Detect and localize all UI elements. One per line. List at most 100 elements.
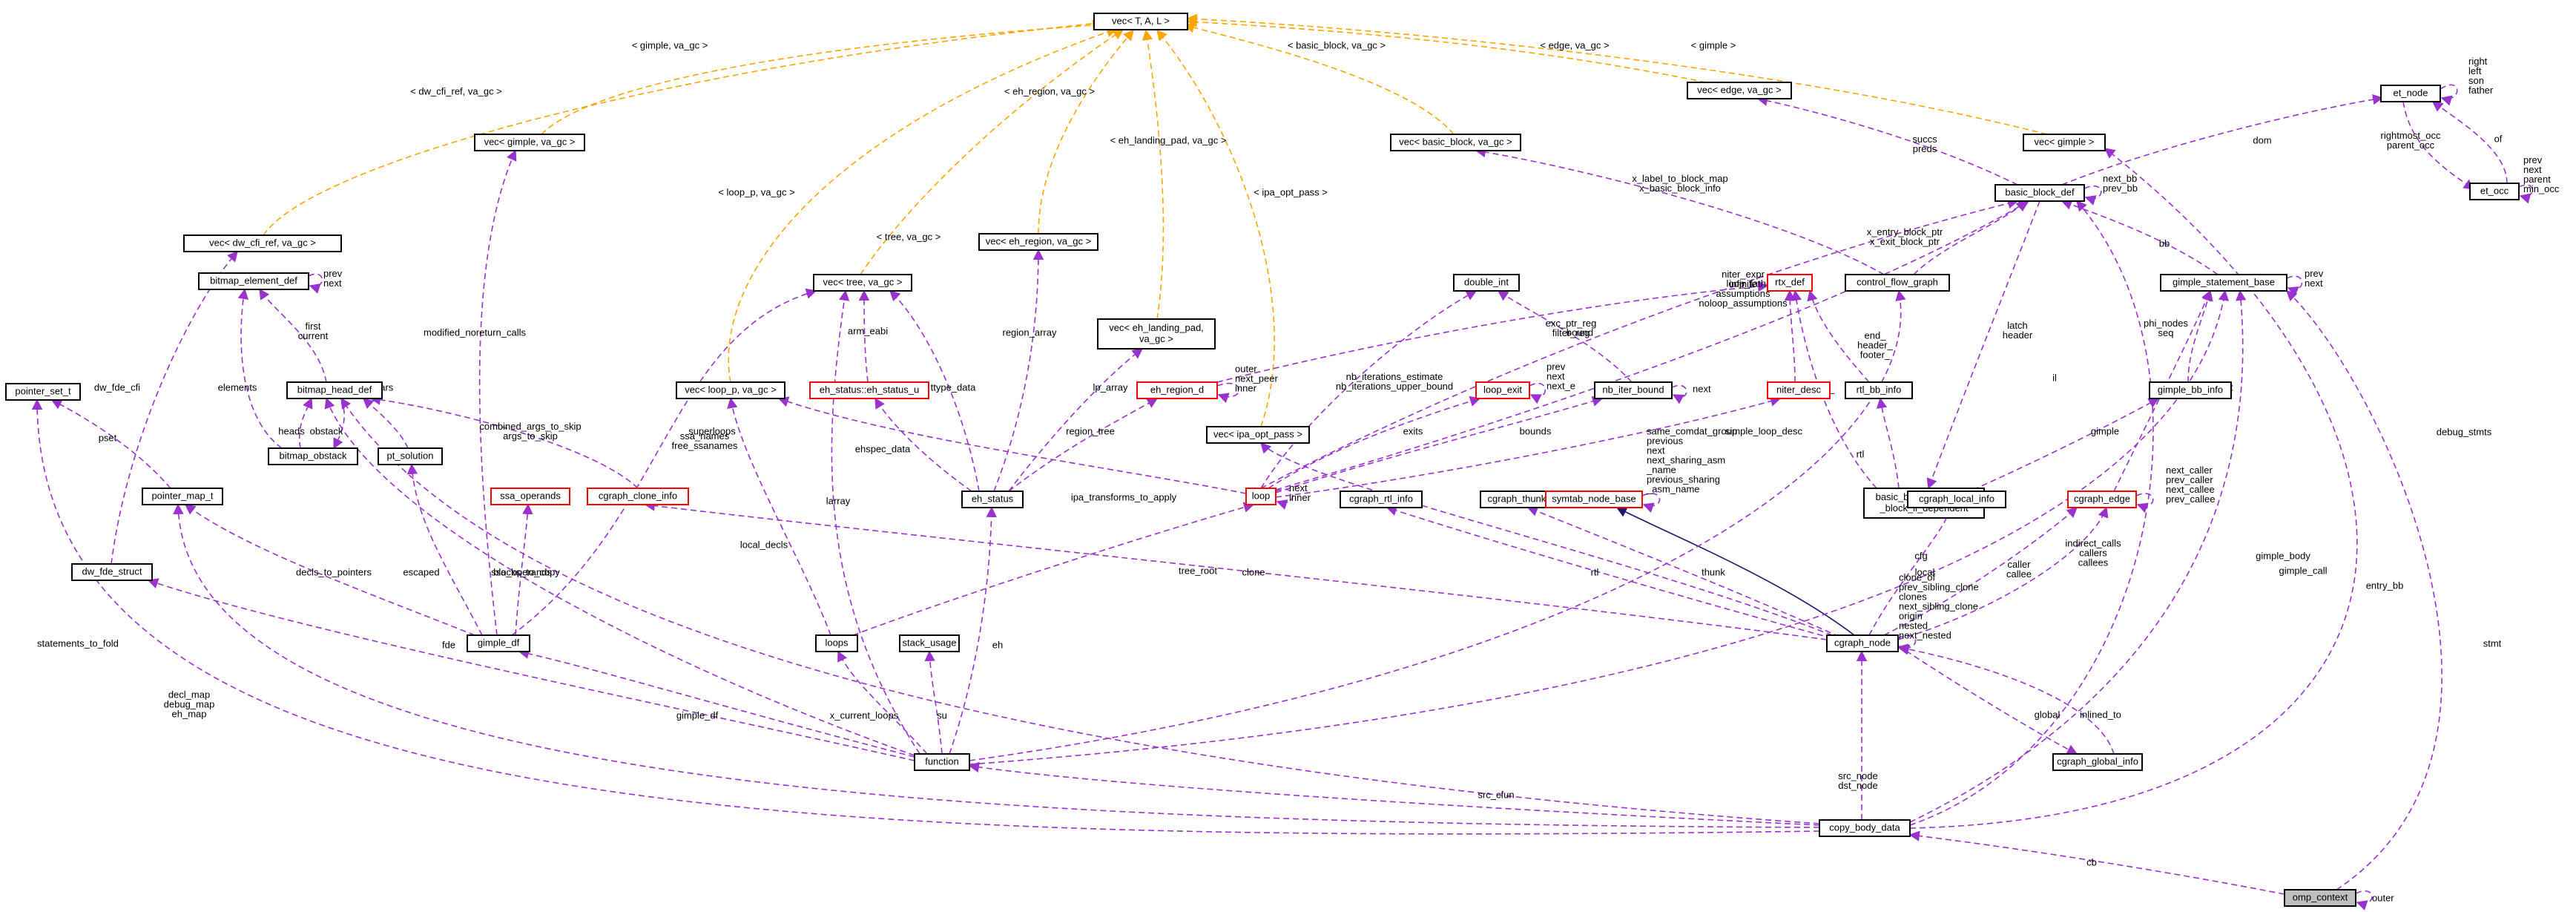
node-cgraph-edge[interactable]: cgraph_edge: [2067, 491, 2137, 508]
edge-e-bb-succs: [1756, 95, 2018, 186]
edge-e-omp-stmt: [2285, 290, 2442, 890]
edge-e-bb-il: [1926, 200, 2040, 490]
nodes-layer: vec< T, A, L > vec< dw_cfi_ref, va_gc > ve…: [5, 13, 2520, 907]
node-stack-usage[interactable]: stack_usage: [899, 634, 960, 652]
node-gimple-df[interactable]: gimple_df: [467, 634, 530, 652]
node-cgraph-clone-info[interactable]: cgraph_clone_info: [587, 488, 689, 505]
node-symtab-node-base[interactable]: symtab_node_base: [1545, 491, 1643, 508]
node-function[interactable]: function: [914, 753, 970, 771]
edge-label-line: entry_bb: [2366, 580, 2404, 591]
node-loops[interactable]: loops: [815, 634, 858, 652]
node-basic-block-def[interactable]: basic_block_def: [1994, 184, 2085, 202]
edge-path: [1186, 16, 1707, 83]
node-bitmap-head-def[interactable]: bitmap_head_def: [286, 381, 383, 399]
edge-label-line: gimple_body: [2256, 550, 2310, 561]
edge-label-line: su: [937, 709, 947, 721]
node-cgraph-local-info[interactable]: cgraph_local_info: [1907, 491, 2006, 508]
edge-path: [2355, 890, 2373, 911]
edge-label-e-omp-stmt: stmt: [2483, 637, 2502, 649]
node-vec-loop[interactable]: vec< loop_p, va_gc >: [676, 381, 785, 399]
edge-path: [259, 288, 327, 383]
node-omp-context[interactable]: omp_context: [2284, 889, 2356, 907]
node-pointer-set-t[interactable]: pointer_set_t: [5, 383, 81, 401]
node-loop-exit[interactable]: loop_exit: [1475, 381, 1530, 399]
node-pointer-map-t[interactable]: pointer_map_t: [142, 488, 223, 505]
node-gimple-statement-base[interactable]: gimple_statement_base: [2160, 274, 2287, 292]
edge-label-e-nd-niter: niter_exprinfiniteassumptionsnoloop_assu…: [1699, 269, 1788, 309]
edge-label-line: pset: [99, 432, 117, 443]
edge-label-line: cfg: [1914, 550, 1927, 561]
node-vec-gimple[interactable]: vec< gimple >: [2023, 134, 2106, 151]
edge-label-line: x_entry_block_ptr: [1867, 226, 1943, 237]
edge-label-line: callers: [2079, 547, 2107, 558]
node-bitmap-obstack[interactable]: bitmap_obstack: [268, 447, 358, 465]
node-dw-fde-struct[interactable]: dw_fde_struct: [71, 563, 153, 581]
edge-label-line: args_to_skip: [503, 430, 558, 442]
edge-label-line: heads: [278, 425, 305, 436]
edge-label-line: next: [1546, 370, 1565, 381]
node-loop[interactable]: loop: [1245, 488, 1277, 505]
node-vec-ehlp[interactable]: vec< eh_landing_pad,va_gc >: [1097, 318, 1216, 350]
node-cgraph-rtl-info[interactable]: cgraph_rtl_info: [1340, 491, 1423, 508]
node-box: [1826, 634, 1899, 652]
edge-e-bo-heads: [298, 397, 313, 449]
node-cgraph-global-info[interactable]: cgraph_global_info: [2052, 753, 2143, 771]
node-et-occ[interactable]: et_occ: [2469, 183, 2520, 200]
edge-path: [1807, 289, 1870, 383]
edge-path: [515, 503, 533, 636]
node-label: omp_context: [2293, 891, 2348, 902]
node-double-int[interactable]: double_int: [1453, 274, 1520, 292]
node-box: [474, 134, 585, 151]
node-rtl-bb-info[interactable]: rtl_bb_info: [1845, 381, 1913, 399]
node-vec-ipa[interactable]: vec< ipa_opt_pass >: [1206, 426, 1310, 444]
edge-label-line: < eh_landing_pad, va_gc >: [1110, 134, 1227, 145]
node-eh-status[interactable]: eh_status: [961, 491, 1024, 508]
edge-path: [2286, 275, 2303, 297]
edge-label-line: next: [1289, 482, 1308, 493]
node-label: et_node: [2394, 87, 2428, 98]
node-vec-bb[interactable]: vec< basic_block, va_gc >: [1390, 134, 1521, 151]
edge-e-cbd-entry: [1909, 200, 2154, 826]
edge-e-bbil-gimple: [1972, 398, 2160, 491]
node-rtx-def[interactable]: rtx_def: [1767, 274, 1813, 292]
node-vec-ehregion[interactable]: vec< eh_region, va_gc >: [978, 233, 1098, 251]
edge-e-fn-gdf: [518, 648, 915, 758]
node-ssa-operands[interactable]: ssa_operands: [490, 488, 570, 505]
node-vec-gimple-gc[interactable]: vec< gimple, va_gc >: [474, 134, 585, 151]
node-copy-body-data[interactable]: copy_body_data: [1819, 819, 1911, 837]
edge-e-cgn-thunk: [1526, 506, 1840, 637]
edge-label-line: < dw_cfi_ref, va_gc >: [410, 85, 502, 96]
node-pt-solution[interactable]: pt_solution: [378, 447, 443, 465]
edge-path: [2061, 94, 2384, 186]
edge-e-t-gimplegc: [541, 19, 1104, 135]
node-vec-tree[interactable]: vec< tree, va_gc >: [813, 274, 912, 292]
edge-label-e-fn-gdf: gimple_df: [676, 709, 719, 721]
edge-label-line: next_bb: [2103, 173, 2137, 184]
node-nb-iter-bound[interactable]: nb_iter_bound: [1594, 381, 1673, 399]
edge-e-ehrd-self: [1216, 382, 1240, 404]
edge-label-line: modified_noreturn_calls: [424, 327, 527, 338]
edge-label-line: x_exit_block_ptr: [1870, 236, 1940, 247]
node-et-node[interactable]: et_node: [2380, 85, 2441, 102]
node-label: vec< T, A, L >: [1112, 15, 1170, 26]
node-vec-edge[interactable]: vec< edge, va_gc >: [1687, 82, 1792, 99]
edge-label-line: parent_occ: [2387, 140, 2435, 151]
node-eh-status-u[interactable]: eh_status::eh_status_u: [809, 381, 929, 399]
edge-path: [1913, 200, 2028, 275]
edge-label-e-gdf-decls: decls_to_pointers: [296, 566, 372, 577]
edge-e-cge-self: [2135, 493, 2154, 514]
edge-e-t-dwcfi: [263, 18, 1107, 236]
node-eh-region-d[interactable]: eh_region_d: [1136, 381, 1218, 399]
node-vec-dwcfi[interactable]: vec< dw_cfi_ref, va_gc >: [183, 234, 342, 252]
node-gimple-bb-info[interactable]: gimple_bb_info: [2149, 381, 2232, 399]
node-box: [490, 488, 570, 505]
node-control-flow-graph[interactable]: control_flow_graph: [1845, 274, 1950, 292]
edge-label-line: father: [2468, 85, 2494, 96]
node-cgraph-node[interactable]: cgraph_node: [1826, 634, 1899, 652]
edge-label-line: ipa_transforms_to_apply: [1071, 491, 1177, 502]
node-vec-TAL[interactable]: vec< T, A, L >: [1093, 13, 1188, 30]
node-bitmap-element-def[interactable]: bitmap_element_def: [198, 272, 309, 290]
node-label: bitmap_element_def: [210, 275, 297, 286]
node-niter-desc[interactable]: niter_desc: [1767, 381, 1831, 399]
edge-e-gdf-escaped: [406, 463, 483, 636]
